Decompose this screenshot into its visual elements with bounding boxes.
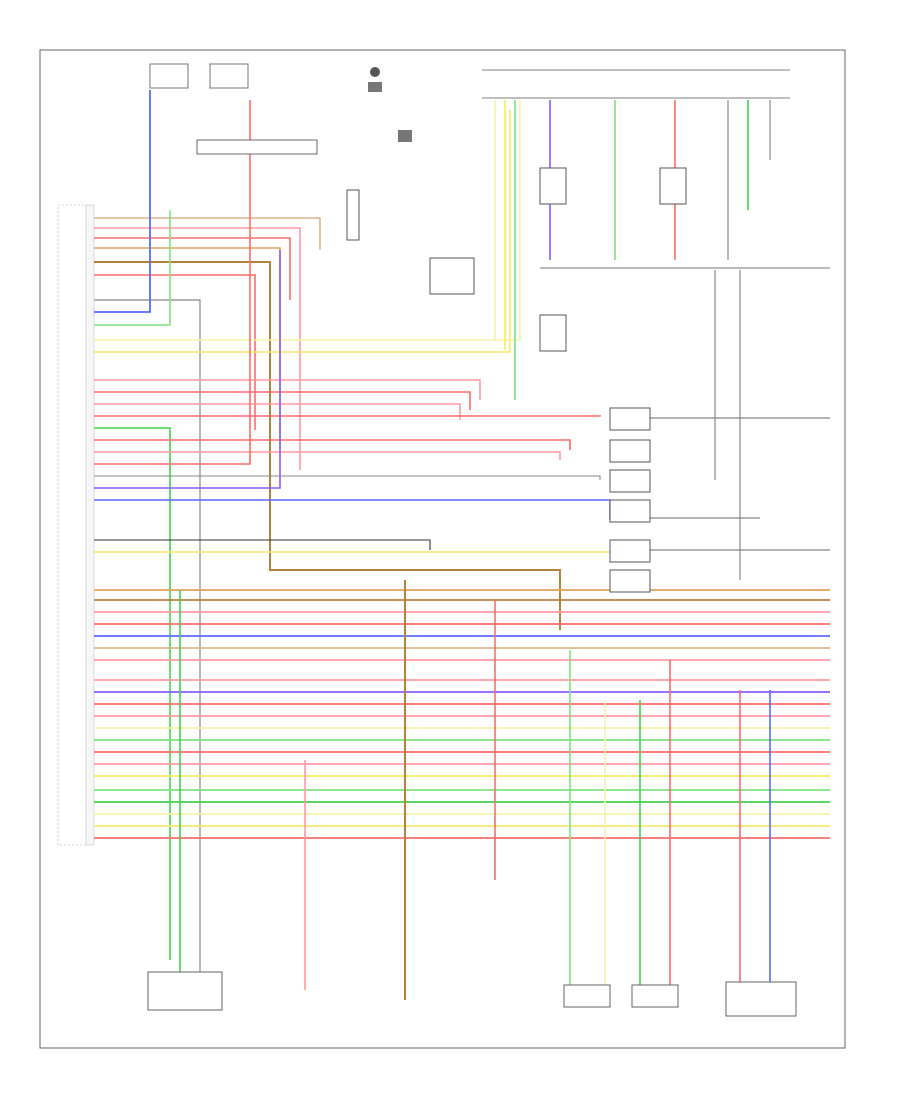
- wire: [94, 427, 171, 960]
- wire: [94, 100, 521, 341]
- wire: [94, 299, 201, 1000]
- wire: [94, 250, 281, 489]
- wire: [94, 261, 561, 630]
- wire: [94, 237, 291, 300]
- center-top-components: [346, 67, 475, 295]
- sensor-box: [149, 63, 189, 89]
- wire: [94, 379, 481, 400]
- throttle-sensor-box: [147, 971, 223, 1011]
- wire: [94, 274, 256, 430]
- connector-box: [725, 981, 797, 1017]
- tail-lamp-box: [631, 984, 679, 1008]
- bottom-components: [147, 971, 797, 1017]
- tail-lamp-box: [563, 984, 611, 1008]
- wire: [94, 475, 601, 480]
- wire: [94, 391, 471, 410]
- wire: [94, 499, 611, 520]
- wire: [94, 100, 251, 465]
- wire: [94, 210, 171, 326]
- wire: [94, 550, 621, 553]
- wire: [94, 90, 151, 313]
- wire-group: [94, 90, 830, 1000]
- right-top-module: [482, 69, 830, 352]
- diagram-frame: [39, 49, 846, 1049]
- wire: [94, 217, 321, 250]
- upper-left-sensors: [149, 63, 318, 155]
- wire: [94, 439, 571, 450]
- wire: [94, 451, 561, 460]
- ecm-connector-block: [57, 204, 95, 846]
- sensor-box: [209, 63, 249, 89]
- wire: [94, 415, 601, 417]
- wire: [94, 110, 511, 353]
- wire: [94, 227, 301, 470]
- wire: [94, 539, 431, 550]
- wire: [94, 247, 281, 450]
- wire: [94, 403, 461, 420]
- relay-stack: [609, 407, 651, 593]
